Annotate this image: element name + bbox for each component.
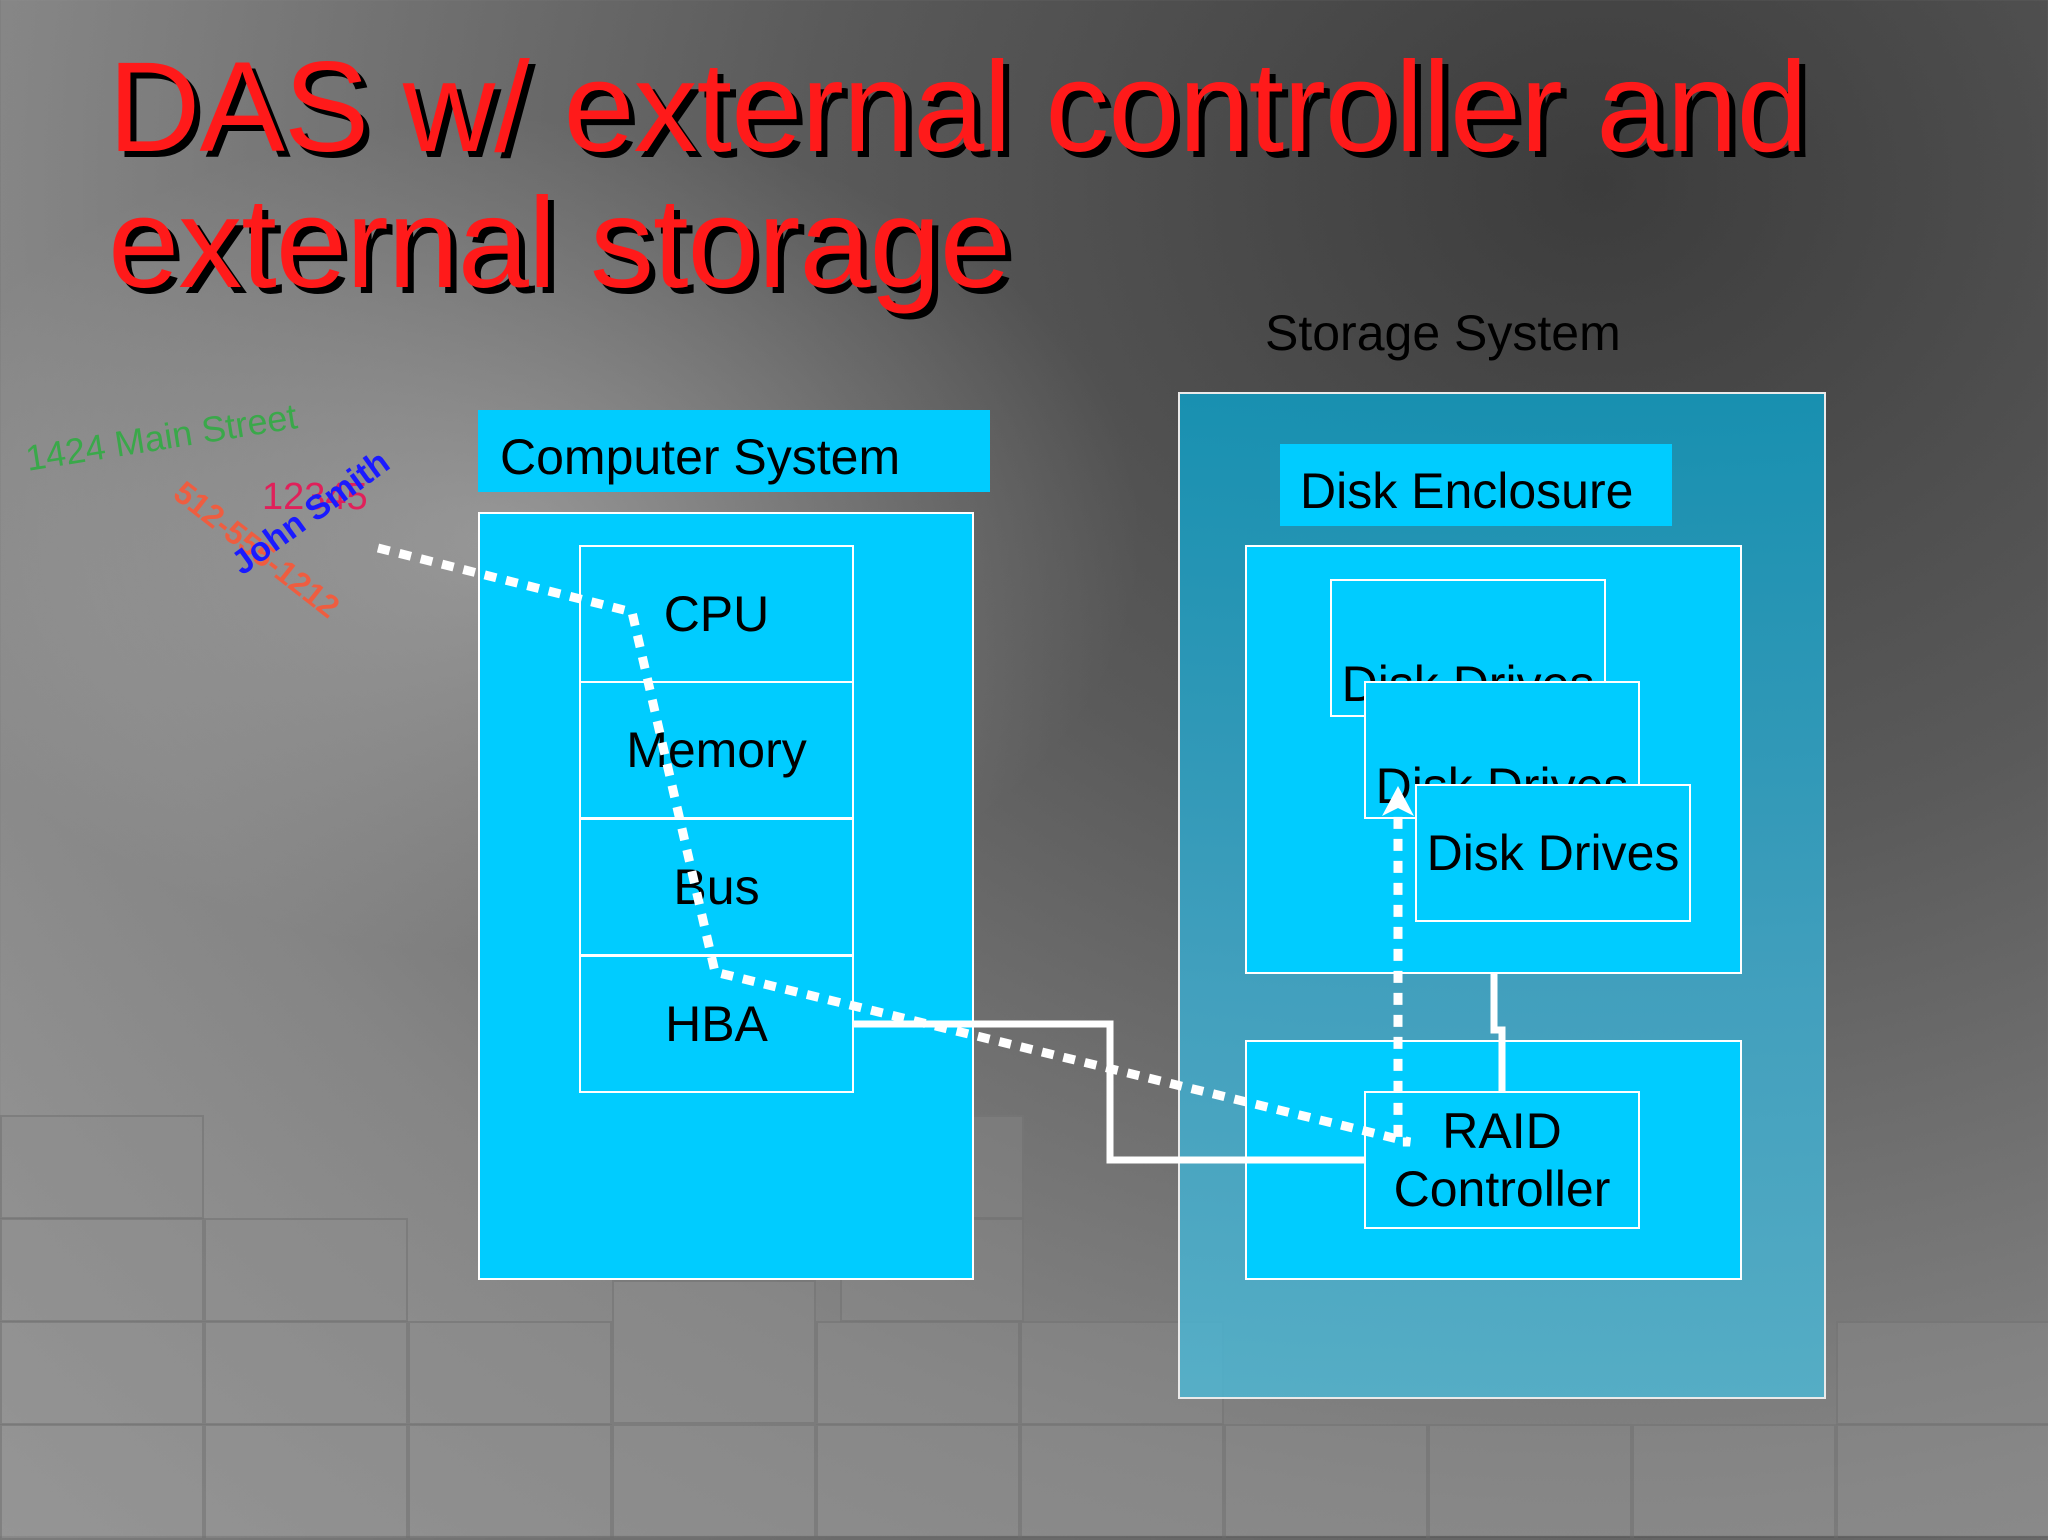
zip-text: 12345 bbox=[262, 476, 368, 518]
disk-drives-box-3: Disk Drives bbox=[1415, 784, 1691, 922]
disk-enclosure-label-text: Disk Enclosure bbox=[1300, 463, 1634, 519]
computer-system-label: Computer System bbox=[478, 410, 990, 492]
data-path-arrow bbox=[376, 543, 1412, 1147]
hba-box: HBA bbox=[579, 955, 854, 1093]
hba-to-controller-cable bbox=[854, 1020, 1364, 1164]
storage-system-label: Storage System bbox=[1265, 305, 1621, 361]
memory-box: Memory bbox=[579, 681, 854, 819]
slide-title: DAS w/ external controller and external … bbox=[108, 36, 1808, 315]
raid-controller-box: RAID Controller bbox=[1364, 1091, 1640, 1229]
data-path-arrowhead bbox=[1382, 786, 1414, 816]
controller-to-enclosure-cable bbox=[1490, 974, 1506, 1091]
computer-system-label-text: Computer System bbox=[500, 429, 901, 485]
cpu-box: CPU bbox=[579, 545, 854, 683]
disk-enclosure-label: Disk Enclosure bbox=[1280, 444, 1672, 526]
